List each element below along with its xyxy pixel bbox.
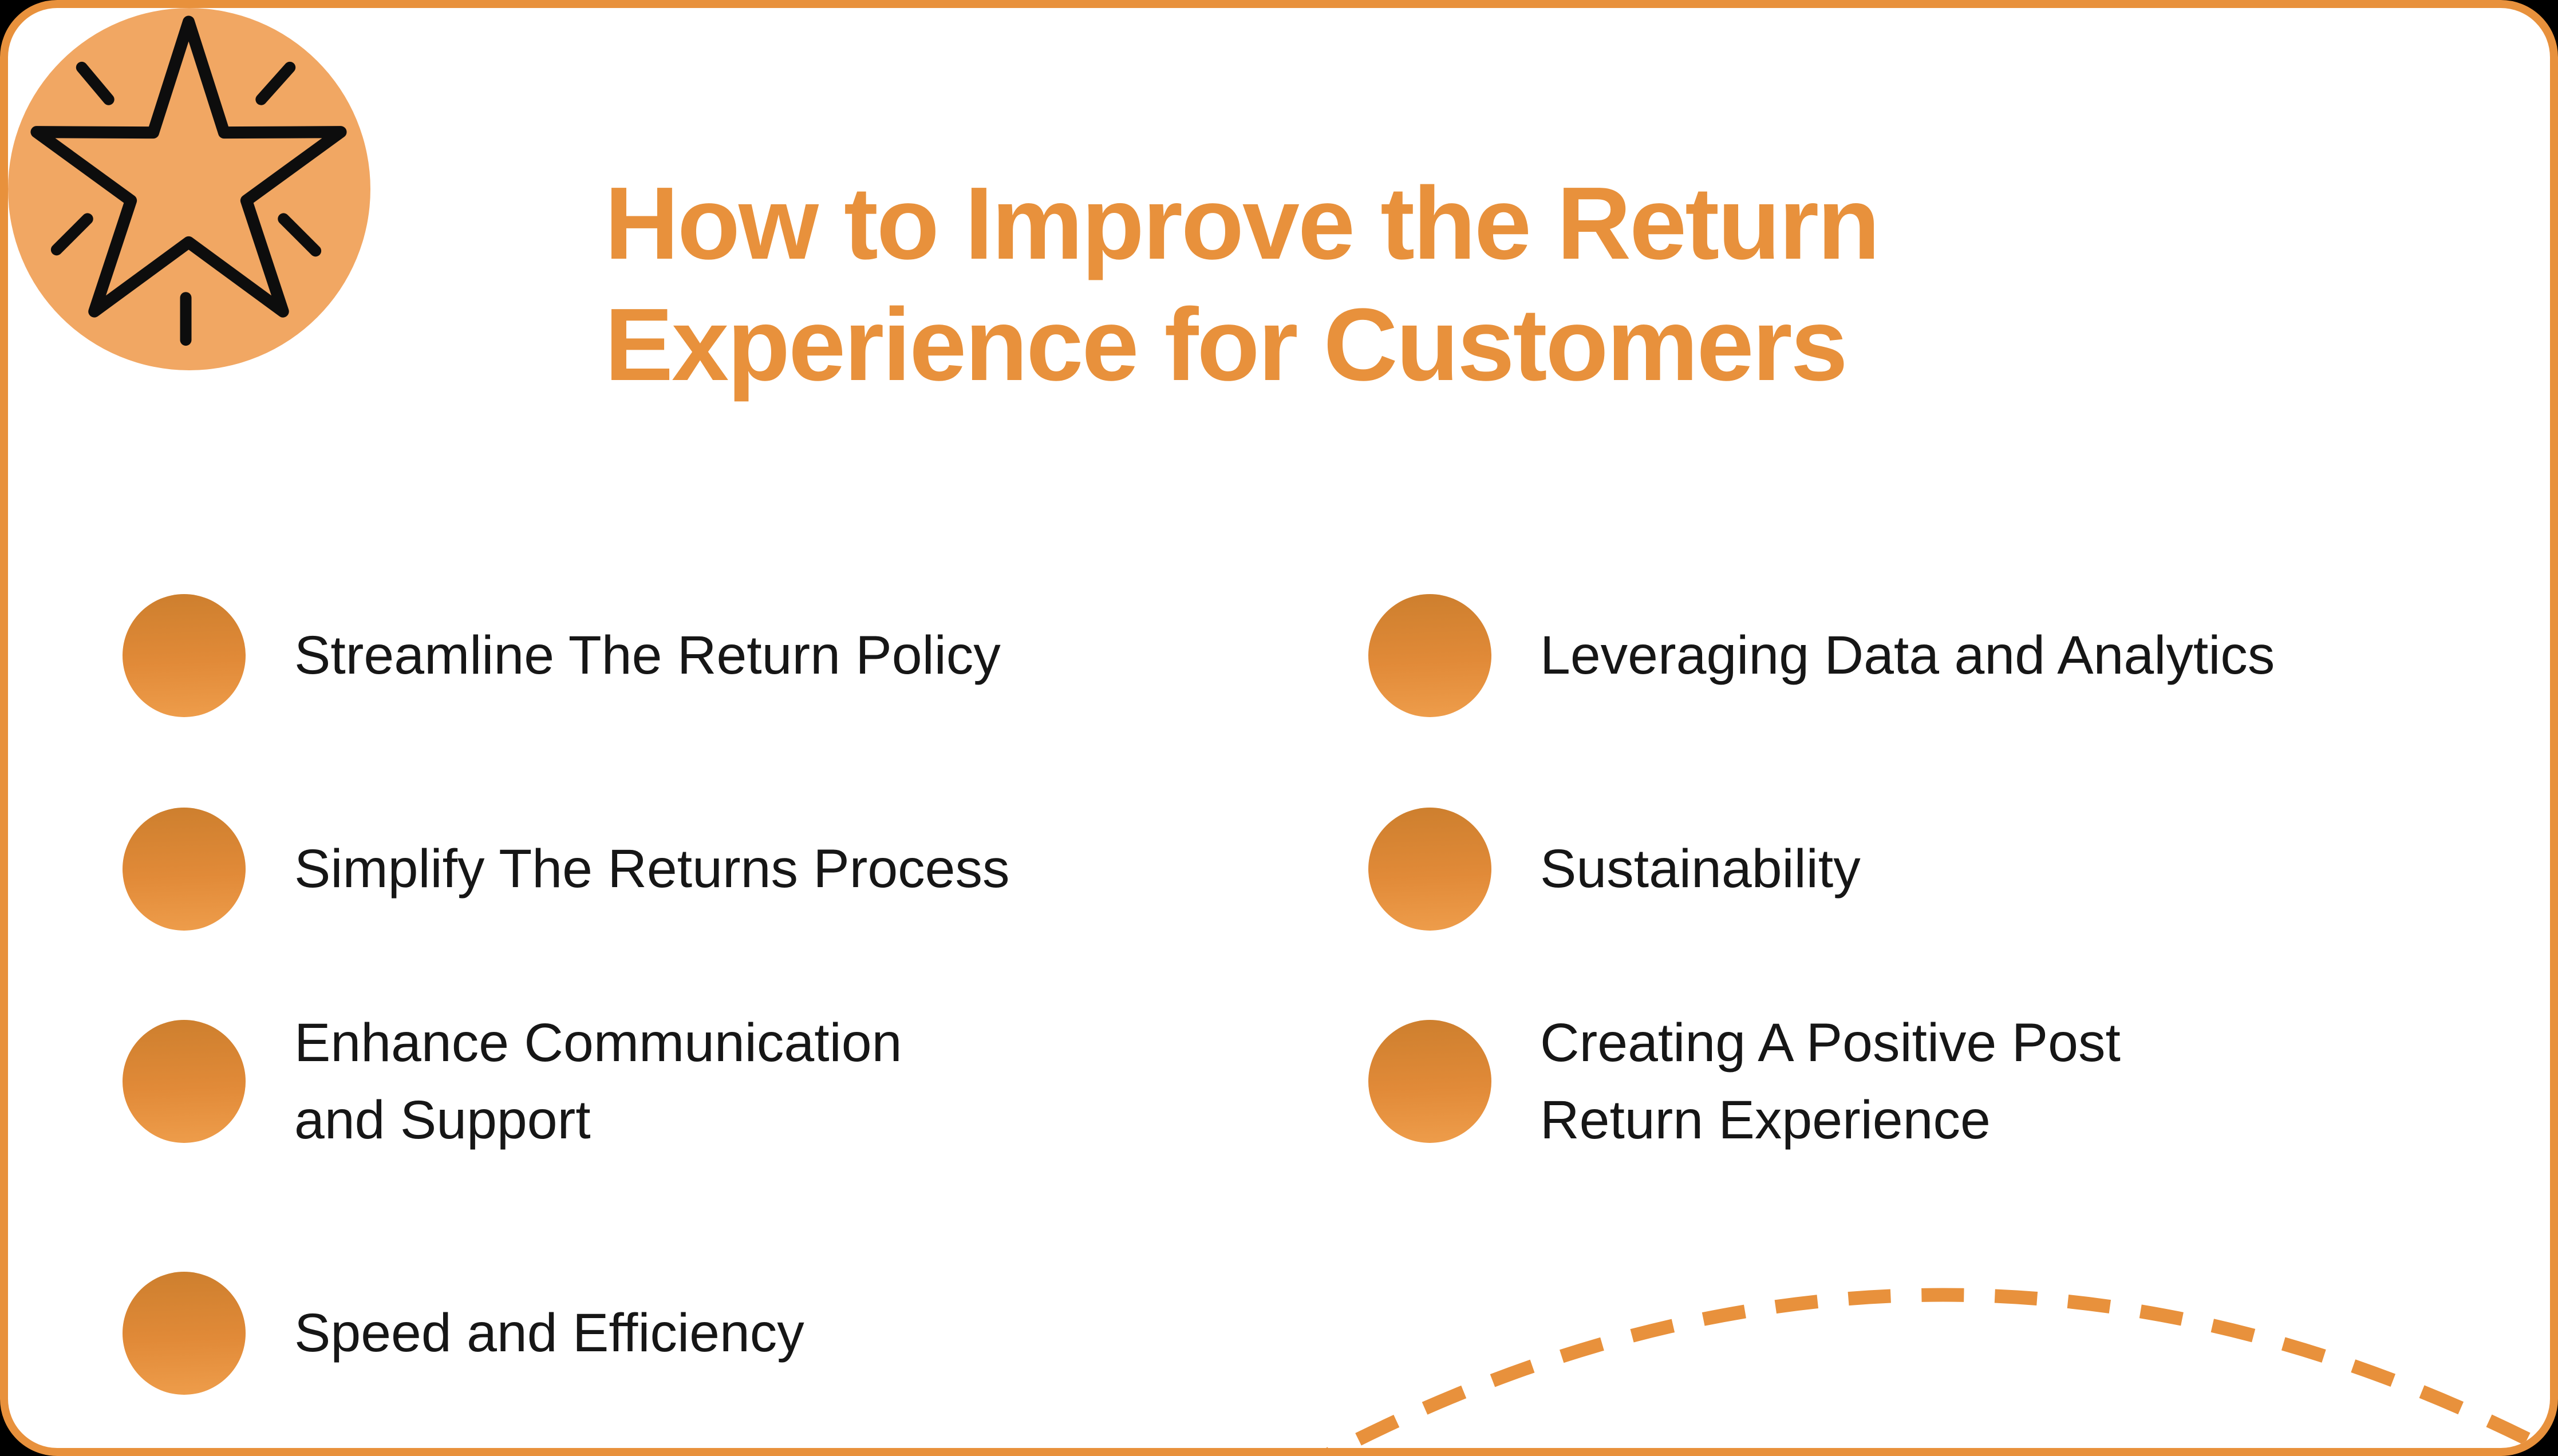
- list-item-label: Streamline The Return Policy: [294, 625, 1001, 686]
- star-rays-icon: [50, 61, 322, 346]
- bullet-circle-icon: [1368, 1020, 1491, 1143]
- bullet-circle-icon: [1368, 808, 1491, 931]
- page-title-line-1: How to Improve the Return: [605, 166, 1880, 281]
- page-title-line-2: Experience for Customers: [605, 287, 1848, 402]
- list-item-positive-post-return-experience: Creating A Positive Post Return Experien…: [1368, 1012, 2513, 1150]
- bullet-circle-icon: [123, 1020, 246, 1143]
- bullet-circle-icon: [123, 594, 246, 717]
- list-item-leveraging-data-analytics: Leveraging Data and Analytics: [1368, 594, 2513, 717]
- list-item-speed-and-efficiency: Speed and Efficiency: [123, 1272, 1268, 1395]
- bullet-circle-icon: [123, 808, 246, 931]
- list-item-label: Simplify The Returns Process: [294, 838, 1010, 899]
- list-item-streamline-return-policy: Streamline The Return Policy: [123, 594, 1268, 717]
- list-item-simplify-returns-process: Simplify The Returns Process: [123, 808, 1268, 931]
- list-item-label: Leveraging Data and Analytics: [1540, 625, 2275, 686]
- bullet-circle-icon: [1368, 594, 1491, 717]
- dashed-arc-path: [1326, 1288, 2550, 1448]
- list-item-label: Speed and Efficiency: [294, 1303, 804, 1363]
- list-item-enhance-communication-support: Enhance Communication and Support: [123, 1012, 1268, 1150]
- list-item-sustainability: Sustainability: [1368, 808, 2513, 931]
- list-item-label: Sustainability: [1540, 838, 1861, 899]
- list-item-label: Creating A Positive Post Return Experien…: [1540, 1012, 2121, 1150]
- star-sparkle-icon: [8, 8, 370, 370]
- page-title: How to Improve the Return Experience for…: [605, 163, 2265, 406]
- bullet-circle-icon: [123, 1272, 246, 1395]
- star-icon: [30, 15, 347, 318]
- list-item-label: Enhance Communication and Support: [294, 1012, 902, 1150]
